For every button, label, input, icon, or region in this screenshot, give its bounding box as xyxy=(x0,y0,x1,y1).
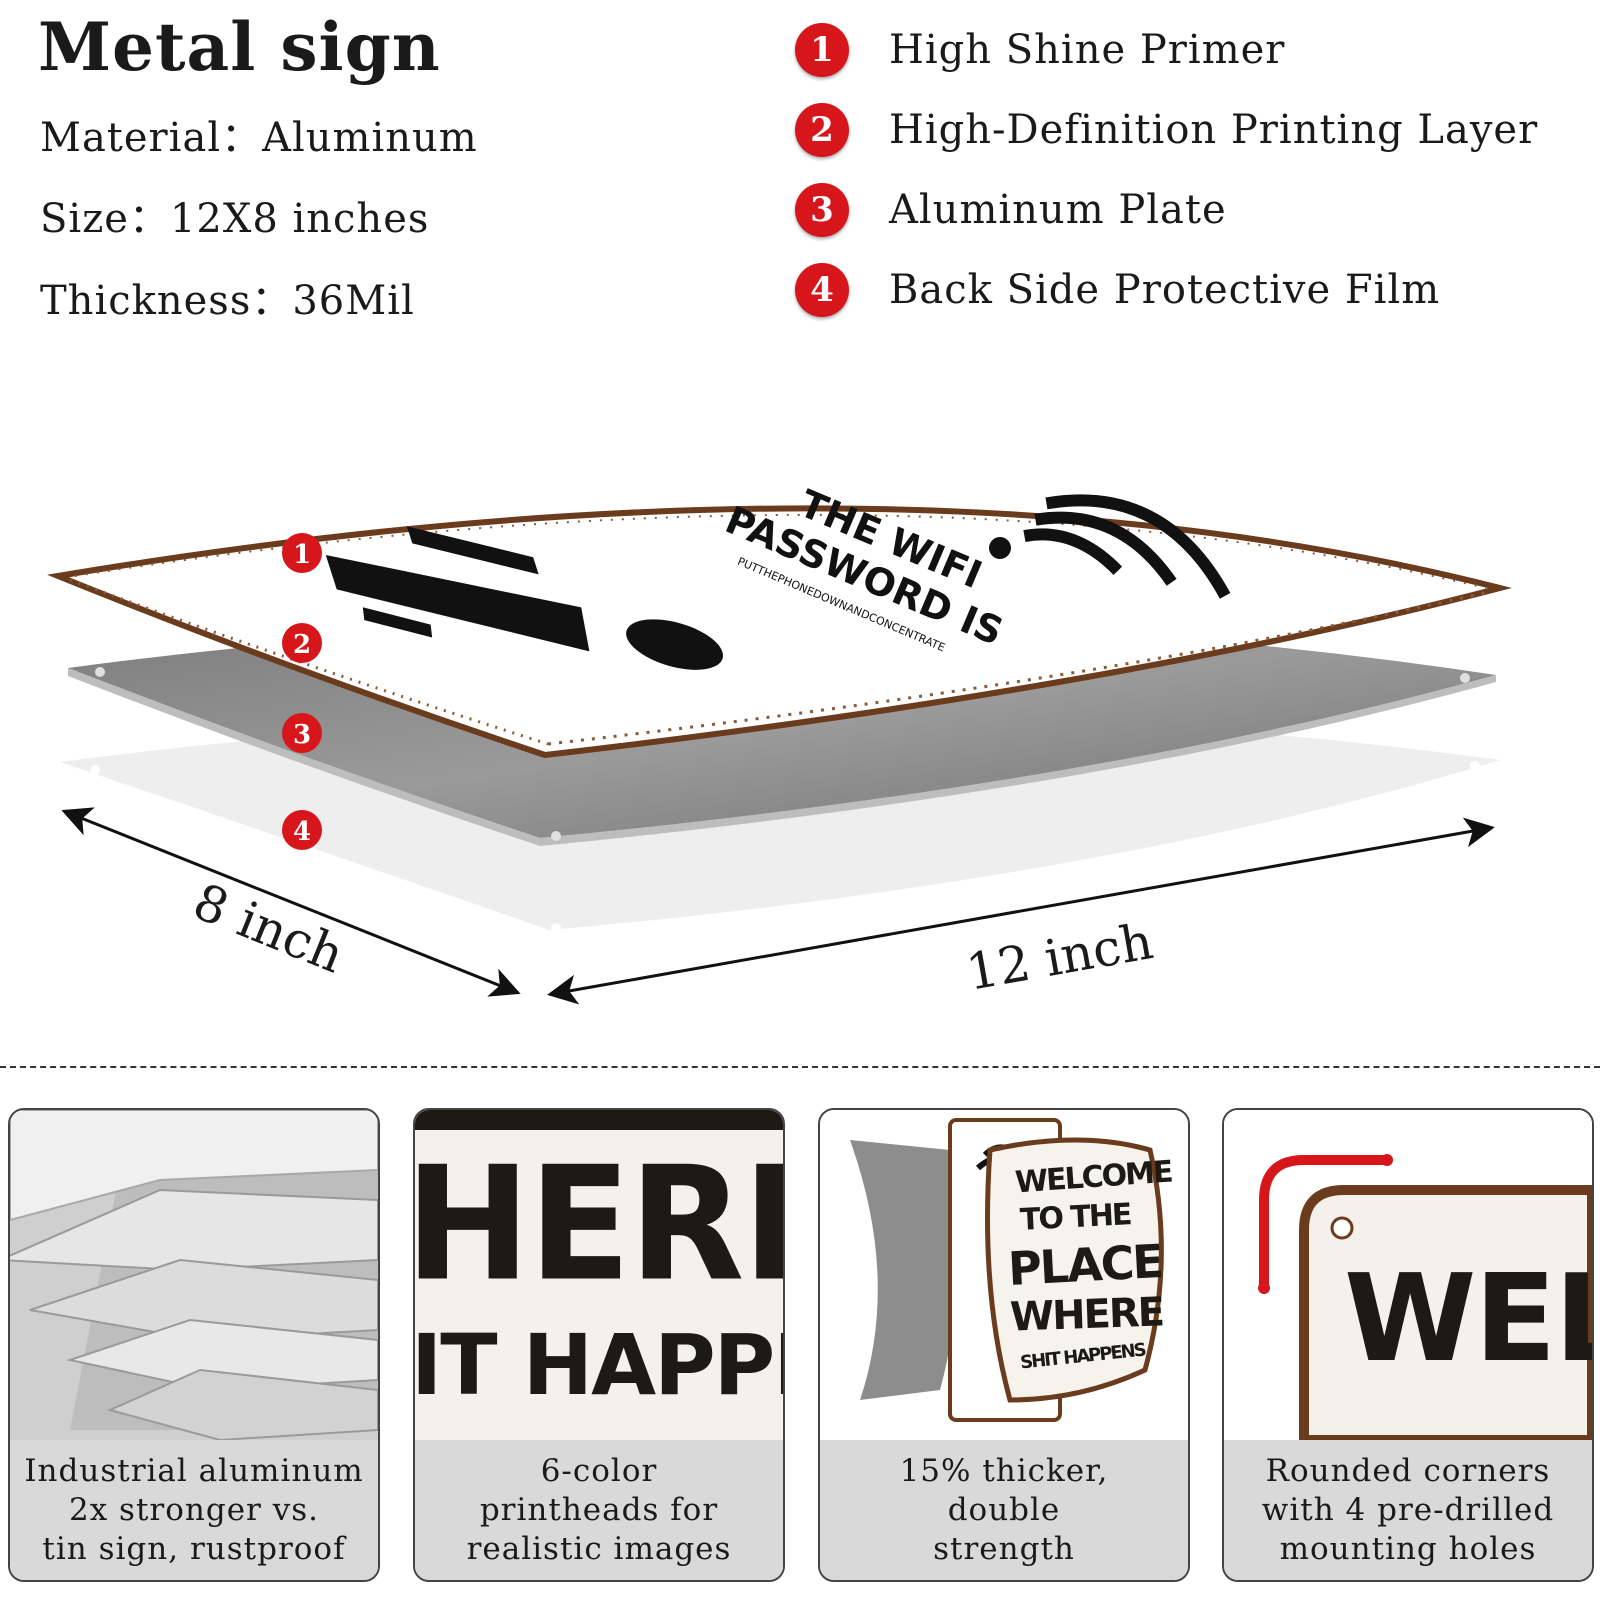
feature-caption: 6-color printheads for realistic images xyxy=(415,1440,783,1580)
svg-text:2: 2 xyxy=(293,630,311,660)
spec-size: Size：12X8 inches xyxy=(40,196,430,242)
layer-label: High Shine Primer xyxy=(889,27,1286,73)
layer-item-1: 1 High Shine Primer xyxy=(795,22,1285,78)
marker-3: 3 xyxy=(282,713,322,753)
feature-card-printing: HERE IT HAPPEN 6-color printheads for re… xyxy=(413,1108,785,1582)
svg-text:4: 4 xyxy=(293,817,311,847)
stacked-plates-image xyxy=(10,1110,378,1440)
layer-number-badge: 1 xyxy=(795,23,849,77)
layer-number-badge: 3 xyxy=(795,183,849,237)
height-dimension-arrow xyxy=(61,807,521,997)
spec-material: Material：Aluminum xyxy=(40,115,478,161)
layer-item-3: 3 Aluminum Plate xyxy=(795,182,1227,238)
feature-card-thickness: WELCOME TO THE PLACE WHERE SHIT HAPPENS … xyxy=(818,1108,1190,1582)
spec-thickness: Thickness：36Mil xyxy=(40,278,415,324)
rounded-corner-image: WEL xyxy=(1224,1110,1592,1440)
layer-number-badge: 4 xyxy=(795,263,849,317)
layer-number-badge: 2 xyxy=(795,103,849,157)
marker-4: 4 xyxy=(282,810,322,850)
person-with-phone-icon xyxy=(325,526,724,670)
feature-card-aluminum: Industrial aluminum 2x stronger vs. tin … xyxy=(8,1108,380,1582)
height-dimension-label: 8 inch xyxy=(186,872,352,984)
printed-sign-layer xyxy=(47,505,1501,759)
layer-label: Aluminum Plate xyxy=(889,187,1227,233)
layer-diagram: THE WIFI PASSWORD IS PUTTHEPHONEDOWNANDC… xyxy=(47,481,1501,1005)
flexing-signs-image: WELCOME TO THE PLACE WHERE SHIT HAPPENS xyxy=(820,1110,1188,1440)
svg-text:3: 3 xyxy=(293,720,311,750)
section-divider xyxy=(0,1066,1600,1068)
svg-text:1: 1 xyxy=(293,540,311,570)
layer-label: High-Definition Printing Layer xyxy=(889,107,1539,153)
print-closeup-image: HERE IT HAPPEN xyxy=(415,1110,783,1440)
marker-1: 1 xyxy=(282,533,322,573)
feature-caption: Industrial aluminum 2x stronger vs. tin … xyxy=(10,1440,378,1580)
marker-2: 2 xyxy=(282,623,322,663)
layer-label: Back Side Protective Film xyxy=(889,267,1441,313)
page-title: Metal sign xyxy=(38,8,441,86)
feature-caption: Rounded corners with 4 pre-drilled mount… xyxy=(1224,1440,1592,1580)
layer-item-2: 2 High-Definition Printing Layer xyxy=(795,102,1538,158)
wifi-icon xyxy=(989,494,1231,599)
width-dimension-arrow xyxy=(547,817,1495,1005)
layer-item-4: 4 Back Side Protective Film xyxy=(795,262,1440,318)
width-dimension-label: 12 inch xyxy=(962,912,1157,1002)
feature-card-corners: WEL Rounded corners with 4 pre-drilled m… xyxy=(1222,1108,1594,1582)
feature-caption: 15% thicker, double strength xyxy=(820,1440,1188,1580)
